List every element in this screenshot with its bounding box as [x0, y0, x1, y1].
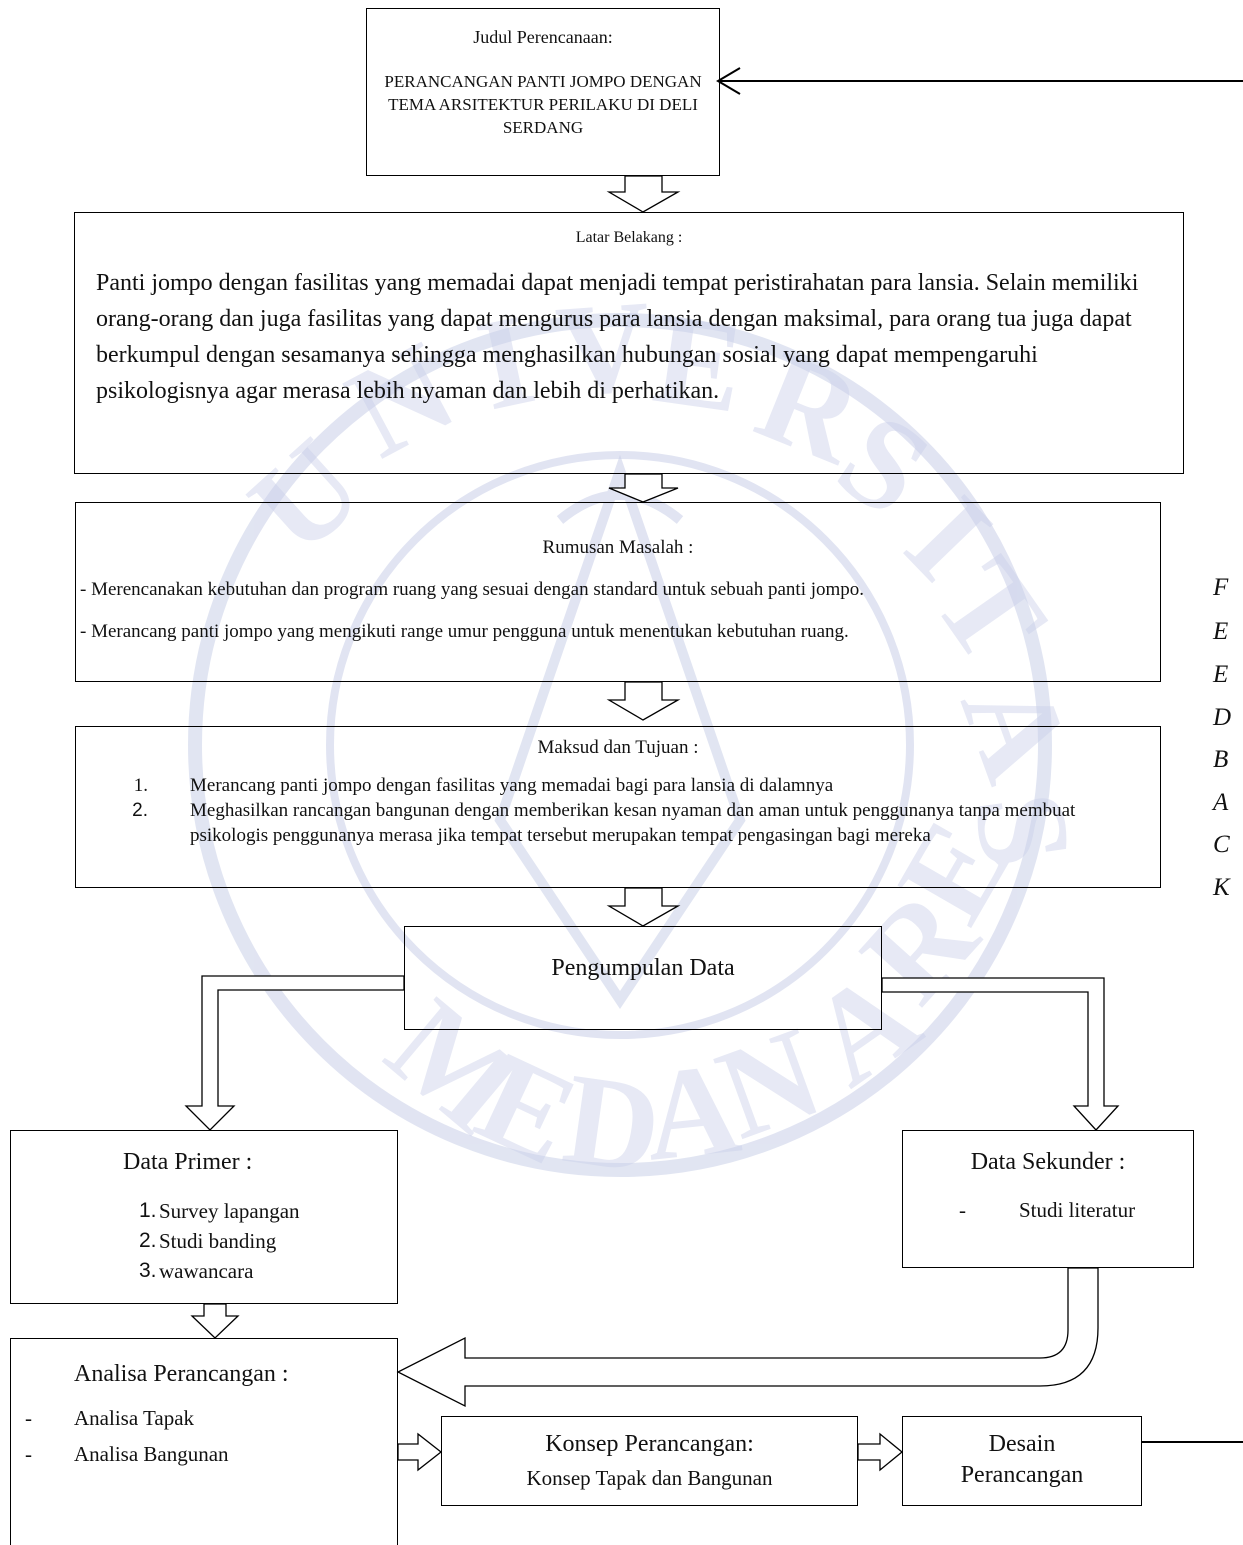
arrow-down-1	[606, 175, 681, 213]
arrow-right-2	[857, 1432, 904, 1472]
pengumpulan-label: Pengumpulan Data	[551, 955, 735, 981]
data-sekunder-box: Data Sekunder : - Studi literatur	[902, 1130, 1194, 1268]
arrow-right-1	[397, 1432, 443, 1472]
primer-list: 1. Survey lapangan 2. Studi banding 3. w…	[11, 1196, 397, 1286]
latar-heading: Latar Belakang :	[575, 229, 683, 246]
judul-title-line: TEMA ARSITEKTUR PERILAKU DI DELI	[388, 95, 698, 114]
side-letter: D	[1213, 704, 1232, 731]
analisa-heading: Analisa Perancangan :	[74, 1361, 289, 1387]
judul-heading: Judul Perencanaan:	[473, 27, 613, 47]
maksud-tujuan-box: Maksud dan Tujuan : 1. Merancang panti j…	[75, 726, 1161, 888]
side-letter: K	[1213, 874, 1230, 901]
arrow-elbow-left	[184, 975, 405, 1131]
primer-item-text: Survey lapangan	[159, 1199, 300, 1223]
primer-item: 3. wawancara	[11, 1256, 397, 1286]
desain-line2: Perancangan	[960, 1462, 1084, 1488]
analisa-item: - Analisa Bangunan	[11, 1436, 397, 1472]
judul-box: Judul Perencanaan: PERANCANGAN PANTI JOM…	[366, 8, 720, 176]
rumusan-heading: Rumusan Masalah :	[542, 537, 694, 558]
side-letter: E	[1213, 618, 1229, 645]
primer-item-text: wawancara	[159, 1259, 254, 1283]
primer-item: 1. Survey lapangan	[11, 1196, 397, 1226]
analisa-item-bullet: -	[25, 1406, 32, 1430]
rumusan-item: - Merencanakan kebutuhan dan program rua…	[80, 579, 865, 600]
sekunder-heading: Data Sekunder :	[970, 1149, 1126, 1175]
side-letter: C	[1213, 831, 1230, 858]
konsep-line2: Konsep Tapak dan Bangunan	[526, 1466, 773, 1490]
latar-belakang-box: Latar Belakang : Panti jompo dengan fasi…	[74, 212, 1184, 474]
maksud-item: 1. Merancang panti jompo dengan fasilita…	[76, 773, 1160, 798]
feedback-arrowhead	[716, 67, 741, 95]
side-letter: F	[1213, 574, 1229, 601]
desain-line1: Desain	[988, 1431, 1056, 1457]
arrow-down-3	[606, 681, 681, 721]
sekunder-item-bullet: -	[959, 1198, 966, 1222]
maksud-item-number: 1.	[133, 775, 148, 796]
primer-item-number: 1.	[139, 1199, 157, 1222]
rumusan-item: - Merancang panti jompo yang mengikuti r…	[80, 621, 849, 642]
latar-body: Panti jompo dengan fasilitas yang memada…	[96, 270, 1139, 404]
arrow-curve-left	[396, 1267, 1099, 1408]
sekunder-item: - Studi literatur	[903, 1198, 1193, 1223]
arrow-down-5	[190, 1303, 240, 1339]
side-letter: B	[1213, 746, 1229, 773]
arrow-elbow-right	[881, 977, 1120, 1131]
arrow-down-4	[606, 887, 681, 927]
judul-title-line: SERDANG	[502, 118, 584, 137]
side-letter: A	[1213, 789, 1229, 816]
side-letter: E	[1213, 661, 1229, 688]
primer-item-number: 3.	[139, 1259, 157, 1282]
data-primer-box: Data Primer : 1. Survey lapangan 2. Stud…	[10, 1130, 398, 1304]
judul-title-line: PERANCANGAN PANTI JOMPO DENGAN	[384, 72, 702, 91]
pengumpulan-data-box: Pengumpulan Data	[404, 926, 882, 1030]
konsep-perancangan-box: Konsep Perancangan: Konsep Tapak dan Ban…	[441, 1416, 858, 1506]
analisa-item-text: Analisa Bangunan	[74, 1442, 229, 1466]
analisa-item-text: Analisa Tapak	[74, 1406, 195, 1430]
analisa-perancangan-box: Analisa Perancangan : - Analisa Tapak - …	[10, 1338, 398, 1545]
primer-item: 2. Studi banding	[11, 1226, 397, 1256]
primer-heading: Data Primer :	[123, 1149, 253, 1175]
primer-item-number: 2.	[139, 1229, 157, 1252]
primer-item-text: Studi banding	[159, 1229, 277, 1253]
judul-title: PERANCANGAN PANTI JOMPO DENGAN TEMA ARSI…	[367, 70, 719, 139]
maksud-heading: Maksud dan Tujuan :	[537, 737, 699, 758]
maksud-item: 2. Meghasilkan rancangan bangunan dengan…	[76, 798, 1160, 848]
maksud-item-text: Meghasilkan rancangan bangunan dengan me…	[190, 800, 1076, 846]
rumusan-masalah-box: Rumusan Masalah : - Merencanakan kebutuh…	[75, 502, 1161, 682]
analisa-item: - Analisa Tapak	[11, 1400, 397, 1436]
desain-perancangan-box: Desain Perancangan	[902, 1416, 1142, 1506]
sekunder-item-text: Studi literatur	[1019, 1198, 1136, 1222]
maksud-item-number: 2.	[132, 800, 148, 821]
maksud-item-text: Merancang panti jompo dengan fasilitas y…	[190, 775, 834, 796]
arrow-down-2	[608, 473, 679, 503]
maksud-list: 1. Merancang panti jompo dengan fasilita…	[76, 773, 1160, 848]
analisa-item-bullet: -	[25, 1442, 32, 1466]
konsep-line1: Konsep Perancangan:	[545, 1431, 754, 1457]
